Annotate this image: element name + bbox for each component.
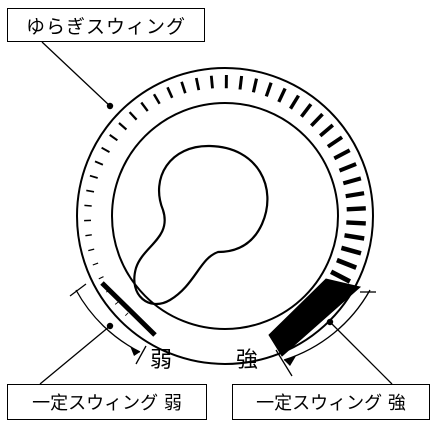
scale-tick (128, 111, 138, 121)
callout-constant-swing-strong: 一定スウィング 強 (232, 384, 430, 420)
scale-tick (289, 94, 300, 110)
scale-tick (318, 123, 335, 138)
scale-tick (309, 112, 324, 128)
scale-tick (264, 82, 273, 97)
scale-tick (338, 162, 357, 173)
scale-tick (86, 189, 95, 193)
scale-tick (166, 86, 174, 99)
scale-tick (94, 160, 104, 166)
scale-tick (345, 191, 365, 199)
scale-tick (101, 146, 110, 153)
dial-knob (111, 102, 339, 330)
knob-indicator-shape (133, 144, 269, 306)
scale-tick (140, 101, 149, 112)
leader-constant-strong (329, 321, 393, 385)
scale-tick (336, 257, 358, 270)
yuragi-tick-scale (84, 74, 366, 316)
range-arc-weak (75, 289, 141, 353)
scale-tick (152, 93, 161, 105)
scale-tick (85, 234, 92, 237)
scale-tick (251, 78, 259, 93)
scale-tick (342, 176, 362, 186)
constant-weak-mark (100, 281, 157, 337)
scale-tick (238, 75, 244, 90)
scale-tick (89, 174, 98, 179)
scale-tick (84, 204, 92, 207)
leader-dot-constant-strong (326, 318, 334, 326)
scale-tick (180, 81, 187, 94)
scale-tick (125, 312, 129, 316)
scale-label-strong: 強 (236, 348, 259, 373)
scale-tick (98, 276, 104, 280)
leader-dot-constant-weak (106, 322, 114, 330)
range-arrow-strong-end (284, 356, 296, 366)
scale-tick (88, 248, 95, 252)
scale-label-weak: 弱 (150, 348, 173, 373)
scale-tick (277, 87, 287, 103)
leader-constant-weak (39, 325, 111, 385)
scale-tick (299, 103, 313, 118)
dial-outer-ring (76, 67, 374, 365)
range-tick-weak-start (69, 283, 87, 297)
scale-tick (326, 135, 344, 149)
scale-tick (194, 77, 201, 91)
range-arrow-weak-end (130, 346, 140, 356)
scale-tick (340, 245, 362, 256)
range-arc-strong (283, 289, 371, 361)
scale-tick (118, 122, 128, 131)
scale-tick (344, 233, 365, 241)
scale-tick (333, 148, 351, 161)
scale-tick (346, 206, 366, 212)
scale-tick (92, 262, 99, 266)
callout-yuragi-swing: ゆらぎスウィング (7, 8, 205, 42)
callout-constant-swing-strong-label: 一定スウィング 強 (256, 393, 406, 414)
callout-constant-swing-weak-label: 一定スウィング 弱 (32, 393, 182, 414)
scale-tick (209, 75, 214, 89)
range-tick-strong-start (275, 349, 293, 377)
scale-tick (329, 269, 352, 284)
range-tick-weak-end (135, 345, 147, 365)
leader-dot-yuragi (106, 102, 114, 110)
callout-constant-swing-weak: 一定スウィング 弱 (7, 384, 207, 420)
scale-tick (109, 134, 118, 142)
leader-yuragi (41, 41, 111, 107)
constant-strong-mark (268, 278, 362, 357)
scale-tick (346, 220, 366, 226)
callout-yuragi-swing-label: ゆらぎスウィング (25, 15, 186, 38)
